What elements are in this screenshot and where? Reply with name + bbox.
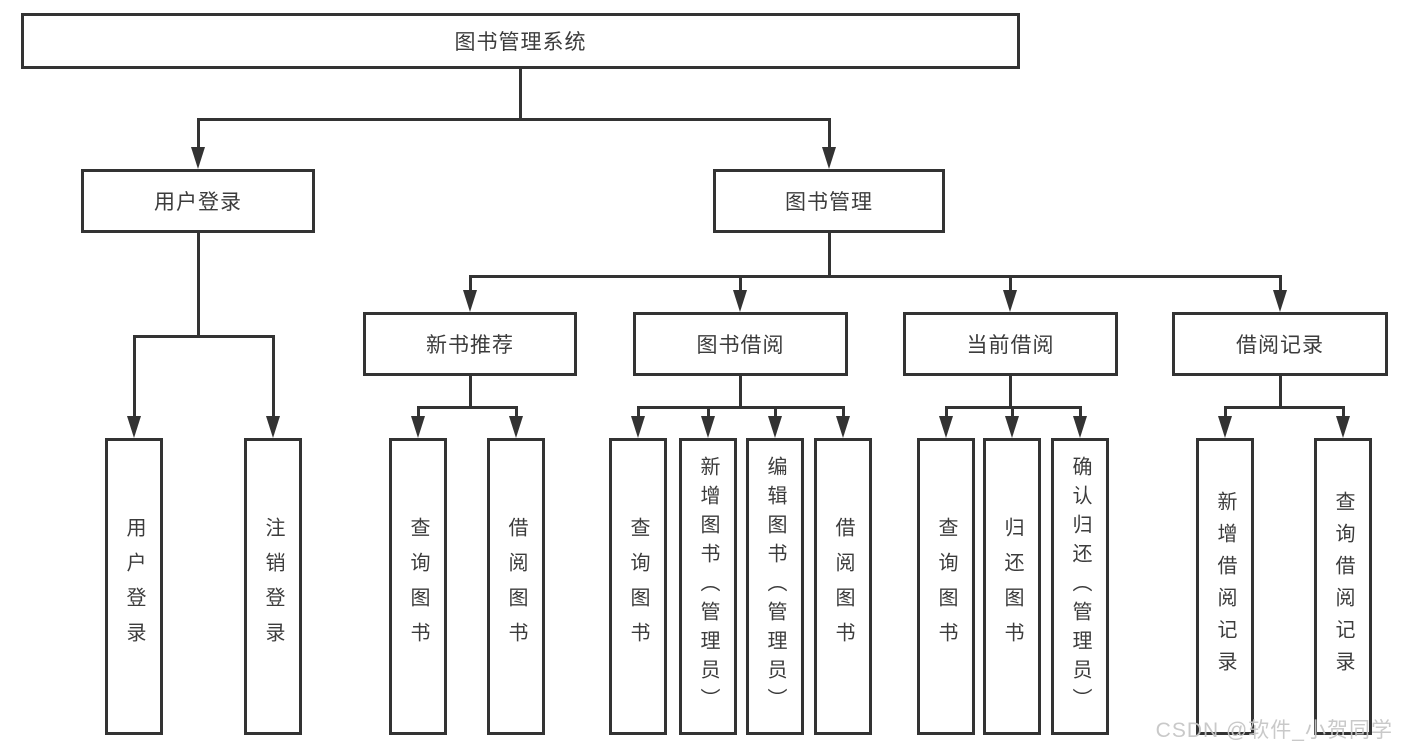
node-book-borrow-label: 图书借阅 [696, 334, 785, 357]
connector-line [518, 69, 522, 118]
connector-line [841, 406, 845, 420]
connector-line [827, 233, 831, 275]
connector-line [1008, 376, 1012, 406]
leaf-user-login: 用户登录 [105, 438, 163, 735]
leaf-add-borrow-record: 新增借阅记录 [1196, 438, 1254, 735]
arrowhead-icon [1336, 416, 1350, 438]
arrowhead-icon [733, 290, 747, 312]
leaf-query-borrow-record-label: 查询借阅记录 [1332, 490, 1354, 683]
arrowhead-icon [939, 416, 953, 438]
arrowhead-icon [701, 416, 715, 438]
arrowhead-icon [463, 290, 477, 312]
node-current-borrow: 当前借阅 [903, 312, 1118, 376]
node-root: 图书管理系统 [21, 13, 1020, 69]
connector-line [773, 406, 777, 420]
arrowhead-icon [1003, 290, 1017, 312]
connector-line [1223, 406, 1345, 409]
leaf-query-book-1-label: 查询图书 [407, 516, 429, 657]
connector-line [196, 233, 200, 335]
node-book-management: 图书管理 [713, 169, 945, 233]
node-borrow-record: 借阅记录 [1172, 312, 1388, 376]
leaf-logout: 注销登录 [244, 438, 302, 735]
leaf-borrow-book-1-label: 借阅图书 [505, 516, 527, 657]
arrowhead-icon [1273, 290, 1287, 312]
leaf-confirm-return-admin: 确认归还（管理员） [1051, 438, 1109, 735]
leaf-borrow-book-2: 借阅图书 [814, 438, 872, 735]
leaf-borrow-book-2-label: 借阅图书 [832, 516, 854, 657]
arrowhead-icon [127, 416, 141, 438]
connector-line [132, 335, 275, 338]
node-user-login: 用户登录 [81, 169, 315, 233]
connector-line [1278, 376, 1282, 406]
connector-line [132, 335, 136, 418]
connector-line [468, 376, 472, 406]
node-new-book-recommend: 新书推荐 [363, 312, 577, 376]
connector-line [1341, 406, 1345, 420]
connector-line [706, 406, 710, 420]
arrowhead-icon [266, 416, 280, 438]
connector-line [1010, 406, 1014, 420]
node-root-label: 图书管理系统 [454, 31, 587, 54]
connector-line [468, 275, 1282, 278]
csdn-watermark: CSDN @软件_小贺同学 [1155, 719, 1393, 742]
arrowhead-icon [191, 147, 205, 169]
leaf-query-book-2-label: 查询图书 [627, 516, 649, 657]
leaf-borrow-book-1: 借阅图书 [487, 438, 545, 735]
leaf-logout-label: 注销登录 [262, 516, 284, 657]
node-book-management-label: 图书管理 [785, 191, 873, 214]
leaf-edit-book-admin-label: 编辑图书（管理员） [764, 456, 786, 717]
leaf-query-book-1: 查询图书 [389, 438, 447, 735]
arrowhead-icon [768, 416, 782, 438]
connector-line [636, 406, 845, 409]
connector-line [196, 118, 200, 150]
leaf-edit-book-admin: 编辑图书（管理员） [746, 438, 804, 735]
leaf-query-book-2: 查询图书 [609, 438, 667, 735]
connector-line [1223, 406, 1227, 420]
connector-line [738, 275, 742, 293]
connector-line [416, 406, 420, 420]
connector-line [1078, 406, 1082, 420]
node-user-login-label: 用户登录 [154, 191, 242, 214]
connector-line [827, 118, 831, 150]
leaf-add-book-admin-label: 新增图书（管理员） [697, 456, 719, 717]
leaf-return-book-label: 归还图书 [1001, 516, 1023, 657]
leaf-user-login-label: 用户登录 [123, 516, 145, 657]
connector-line [1278, 275, 1282, 293]
leaf-query-book-3: 查询图书 [917, 438, 975, 735]
arrowhead-icon [1005, 416, 1019, 438]
leaf-add-book-admin: 新增图书（管理员） [679, 438, 737, 735]
connector-line [271, 335, 275, 418]
arrowhead-icon [631, 416, 645, 438]
arrowhead-icon [411, 416, 425, 438]
connector-line [196, 118, 831, 121]
node-current-borrow-label: 当前借阅 [966, 334, 1055, 357]
arrowhead-icon [509, 416, 523, 438]
connector-line [1008, 275, 1012, 293]
leaf-query-book-3-label: 查询图书 [935, 516, 957, 657]
leaf-return-book: 归还图书 [983, 438, 1041, 735]
leaf-add-borrow-record-label: 新增借阅记录 [1214, 490, 1236, 683]
arrowhead-icon [836, 416, 850, 438]
node-book-borrow: 图书借阅 [633, 312, 848, 376]
connector-line [944, 406, 948, 420]
node-new-book-recommend-label: 新书推荐 [426, 334, 514, 357]
connector-line [416, 406, 518, 409]
arrowhead-icon [1218, 416, 1232, 438]
leaf-confirm-return-admin-label: 确认归还（管理员） [1069, 456, 1091, 717]
arrowhead-icon [822, 147, 836, 169]
arrowhead-icon [1073, 416, 1087, 438]
connector-line [636, 406, 640, 420]
connector-line [514, 406, 518, 420]
connector-line [738, 376, 742, 406]
connector-line [468, 275, 472, 293]
node-borrow-record-label: 借阅记录 [1236, 334, 1324, 357]
leaf-query-borrow-record: 查询借阅记录 [1314, 438, 1372, 735]
